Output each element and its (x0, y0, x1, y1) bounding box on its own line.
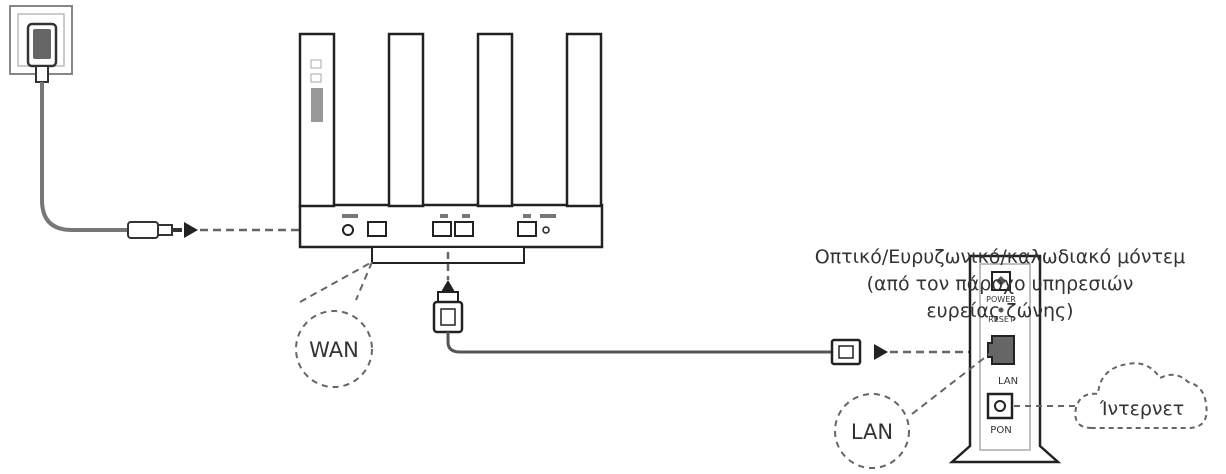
ethernet-cable (446, 332, 832, 354)
modem-power-label: POWER (986, 295, 1016, 304)
modem-pon-port (986, 392, 1014, 420)
ethernet-up-arrow (441, 280, 455, 292)
internet-label: Ίντερνετ (1099, 398, 1184, 420)
router-lan-port-1 (432, 221, 452, 237)
modem-caption: Οπτικό/Ευρυζωνικό/καλωδιακό μόντεμ (από … (780, 244, 1220, 325)
router-antenna-4 (565, 32, 603, 208)
internet-cloud: Ίντερνετ (1074, 362, 1208, 429)
modem-caption-line-2: (από τον πάροχο υπηρεσιών (866, 273, 1134, 295)
router-lan-port-3 (517, 221, 537, 237)
modem-pon-label: PON (990, 425, 1011, 436)
lan-callout: LAN (834, 393, 910, 469)
modem-lan-port (987, 335, 1015, 365)
lan-callout-leader (911, 351, 993, 415)
modem-caption-line-3: ευρείας ζώνης) (926, 300, 1074, 322)
ethernet-plug-router (432, 291, 464, 334)
power-adapter (26, 22, 58, 83)
wan-callout: WAN (295, 310, 373, 388)
router-antenna-3 (476, 32, 514, 208)
modem: POWER RESET LAN PON (948, 254, 1062, 464)
lan-callout-label: LAN (851, 420, 893, 444)
router-power-port (342, 224, 354, 236)
power-plug (127, 221, 182, 239)
power-cable (40, 82, 130, 232)
power-arrow (184, 222, 198, 238)
ethernet-arrow (874, 344, 888, 360)
modem-lan-label: LAN (998, 376, 1018, 387)
wan-callout-leader (355, 261, 373, 301)
modem-reset-label: RESET (988, 315, 1014, 324)
router-antenna-2 (387, 32, 425, 208)
router (298, 32, 604, 264)
ethernet-plug-modem (830, 338, 862, 366)
wan-callout-label: WAN (309, 338, 359, 362)
modem-caption-line-1: Οπτικό/Ευρυζωνικό/καλωδιακό μόντεμ (814, 246, 1186, 268)
wan-callout-leader-2 (299, 261, 373, 303)
router-wan-port (367, 221, 387, 237)
router-lan-port-2 (454, 221, 474, 237)
